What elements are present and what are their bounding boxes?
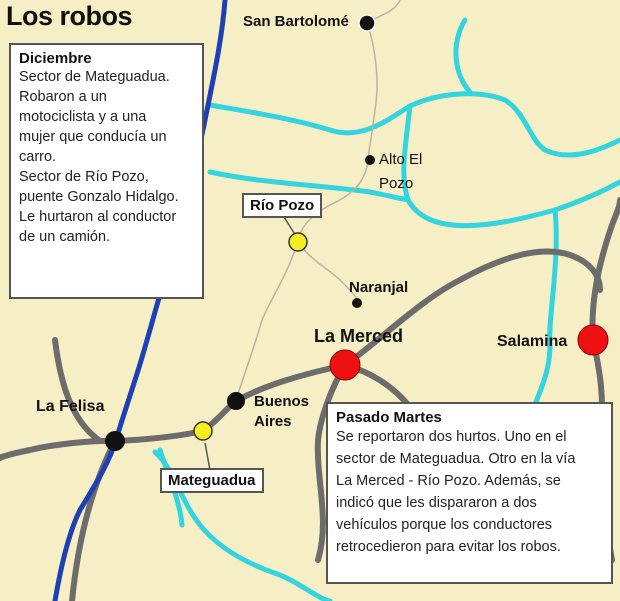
pasado-martes-text: Se reportaron dos hurtos. Uno en el sect… [336, 429, 576, 555]
road [342, 248, 603, 368]
minor-river [401, 103, 620, 229]
city-marker-la-merced [329, 349, 361, 381]
road [314, 362, 348, 563]
label-alto-el-pozo: Alto El Pozo [379, 151, 423, 192]
incident-tag-mateguadua: Mateguadua [160, 468, 264, 493]
incident-tag-rio-pozo: Río Pozo [242, 193, 323, 218]
minor-river [207, 102, 413, 136]
town-marker-alto-el-pozo [365, 155, 375, 165]
road [52, 337, 103, 444]
label-la-felisa: La Felisa [36, 398, 105, 415]
incident-marker-rio-pozo [288, 232, 308, 252]
road [112, 362, 348, 444]
pasado-martes-heading: Pasado Martes [336, 409, 442, 426]
town-marker-naranjal [352, 298, 362, 308]
minor-river [207, 169, 411, 203]
city-marker-salamina [577, 324, 609, 356]
rio-pozo-pointer [283, 216, 297, 237]
river-cauca [52, 0, 228, 601]
label-salamina: Salamina [497, 333, 568, 350]
minor-river [407, 91, 620, 158]
incident-marker-mateguadua [193, 421, 213, 441]
trail-path [235, 241, 299, 401]
minor-rivers [152, 17, 620, 601]
town-marker-buenos-aires [227, 392, 245, 410]
town-marker-la-felisa [105, 431, 125, 451]
label-san-bartolome: San Bartolomé [243, 13, 349, 30]
minor-river [453, 17, 473, 95]
town-marker-san-bartolome [358, 14, 376, 32]
diciembre-heading: Diciembre [19, 50, 92, 67]
road [589, 197, 620, 343]
label-naranjal: Naranjal [349, 279, 409, 296]
diciembre-info-box: Diciembre Sector de Mateguadua. Robaron … [9, 43, 204, 299]
map-title: Los robos [6, 1, 133, 31]
label-buenos-aires: Buenos Aires [254, 393, 310, 430]
road [0, 437, 118, 461]
label-la-merced: La Merced [314, 326, 404, 346]
mateguadua-pointer [204, 442, 211, 471]
pasado-martes-info-box: Pasado Martes Se reportaron dos hurtos. … [326, 402, 613, 584]
diciembre-text: Sector de Mateguadua. Robaron a un motoc… [19, 69, 179, 245]
